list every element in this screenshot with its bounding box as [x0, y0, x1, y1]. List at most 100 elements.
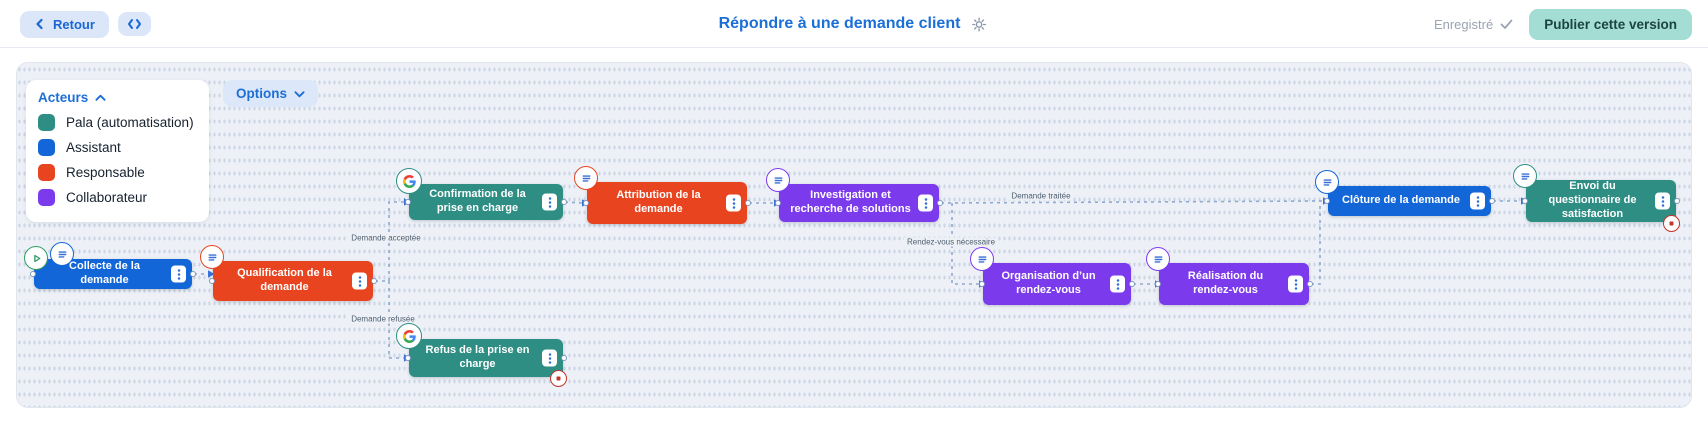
- node-menu-button[interactable]: [171, 265, 186, 283]
- node-label: Collecte de la demande: [69, 260, 140, 286]
- node-menu-button[interactable]: [1655, 192, 1670, 210]
- port-dot-right: [1129, 281, 1135, 287]
- node-label: Refus de la prise en charge: [425, 344, 530, 370]
- node-menu-button[interactable]: [542, 193, 557, 211]
- port-dot-left: [1155, 281, 1161, 287]
- port-dot-left: [405, 199, 411, 205]
- node-menu-button[interactable]: [918, 194, 933, 212]
- save-status-label: Enregistré: [1433, 16, 1494, 32]
- edge-label: Demande traitée: [1008, 191, 1074, 201]
- node-label: Attribution de la demande: [616, 189, 701, 215]
- node-label: Réalisation du rendez-vous: [1187, 270, 1264, 296]
- options-button[interactable]: Options: [223, 80, 318, 107]
- node-realisation[interactable]: Réalisation du rendez-vous: [1146, 247, 1313, 305]
- port-dot-left: [775, 200, 781, 206]
- kebab-icon: [548, 352, 551, 364]
- node-organisation[interactable]: Organisation d’un rendez-vous: [970, 247, 1135, 305]
- form-badge-icon: [50, 242, 74, 266]
- code-icon: [127, 18, 142, 30]
- node-collecte[interactable]: Collecte de la demande: [24, 242, 196, 289]
- end-badge-icon: [1663, 215, 1680, 232]
- gear-icon: [970, 16, 987, 33]
- node-label: Envoi du questionnaire de satisfaction: [1548, 180, 1637, 220]
- code-view-button[interactable]: [117, 12, 151, 36]
- legend-item: Pala (automatisation): [38, 114, 197, 131]
- port-dot-right: [1489, 198, 1495, 204]
- node-menu-button[interactable]: [352, 272, 367, 290]
- top-bar-left: Retour: [20, 0, 151, 48]
- node-investigation[interactable]: Investigation et recherche de solutions: [766, 168, 943, 222]
- node-label: Clôture de la demande: [1342, 194, 1460, 207]
- actors-legend-title: Acteurs: [38, 90, 89, 105]
- node-label: Organisation d’un rendez-vous: [1001, 270, 1096, 296]
- legend-item: Assistant: [38, 139, 197, 156]
- node-menu-button[interactable]: [1288, 275, 1303, 293]
- port-dot-right: [1307, 281, 1313, 287]
- form-badge-icon: [200, 245, 224, 269]
- form-badge-icon: [1146, 247, 1170, 271]
- node-menu-button[interactable]: [542, 349, 557, 367]
- top-bar-right: Enregistré Publier cette version: [1434, 0, 1692, 48]
- end-badge-icon: [550, 370, 567, 387]
- kebab-icon: [1476, 195, 1479, 207]
- node-confirmation[interactable]: Confirmation de la prise en charge: [396, 168, 567, 220]
- node-label: Investigation et recherche de solutions: [790, 189, 911, 215]
- kebab-icon: [1294, 278, 1297, 290]
- top-bar: Retour Répondre à une demande client Enr…: [0, 0, 1708, 48]
- form-badge-icon: [766, 168, 790, 192]
- legend-item: Responsable: [38, 164, 197, 181]
- kebab-icon: [732, 197, 735, 209]
- port-dot-left: [30, 271, 36, 277]
- port-dot-right: [561, 355, 567, 361]
- actor-label: Pala (automatisation): [66, 115, 194, 130]
- actor-color-swatch: [38, 189, 55, 206]
- kebab-icon: [177, 268, 180, 280]
- kebab-icon: [1661, 195, 1664, 207]
- node-cloture[interactable]: Clôture de la demande: [1315, 170, 1495, 216]
- top-bar-center: Répondre à une demande client: [719, 0, 990, 48]
- node-envoi[interactable]: Envoi du questionnaire de satisfaction: [1513, 164, 1680, 232]
- port-dot-right: [190, 271, 196, 277]
- actor-label: Responsable: [66, 165, 145, 180]
- actor-color-swatch: [38, 164, 55, 181]
- node-attribution[interactable]: Attribution de la demande: [574, 166, 751, 224]
- form-badge-icon: [970, 247, 994, 271]
- kebab-icon: [358, 275, 361, 287]
- publish-version-button[interactable]: Publier cette version: [1529, 8, 1692, 40]
- legend-item: Collaborateur: [38, 189, 197, 206]
- port-dot-left: [1522, 198, 1528, 204]
- port-dot-right: [937, 200, 943, 206]
- actor-color-swatch: [38, 114, 55, 131]
- port-dot-right: [745, 200, 751, 206]
- port-dot-left: [979, 281, 985, 287]
- node-label: Confirmation de la prise en charge: [429, 188, 526, 214]
- port-dot-left: [405, 355, 411, 361]
- workflow-settings-button[interactable]: [968, 14, 989, 35]
- actor-label: Collaborateur: [66, 190, 148, 205]
- node-refus[interactable]: Refus de la prise en charge: [396, 323, 567, 387]
- node-menu-button[interactable]: [1110, 275, 1125, 293]
- edges-layer: [194, 197, 1528, 362]
- chevron-up-icon: [95, 94, 106, 102]
- port-dot-left: [583, 200, 589, 206]
- edge-label: Rendez-vous nécessaire: [903, 237, 999, 247]
- back-button[interactable]: Retour: [20, 10, 109, 38]
- port-dot-right: [1674, 198, 1680, 204]
- chevron-left-icon: [34, 18, 45, 30]
- actor-color-swatch: [38, 139, 55, 156]
- form-badge-icon: [1315, 170, 1339, 194]
- actors-legend-toggle[interactable]: Acteurs: [38, 90, 197, 105]
- node-menu-button[interactable]: [1470, 192, 1485, 210]
- chevron-down-icon: [294, 90, 305, 98]
- port-dot-left: [1324, 198, 1330, 204]
- port-dot-right: [371, 278, 377, 284]
- save-status: Enregistré: [1434, 17, 1513, 32]
- check-icon: [1500, 19, 1513, 30]
- node-qualification[interactable]: Qualification de la demande: [200, 245, 377, 301]
- form-badge-icon: [574, 166, 598, 190]
- node-menu-button[interactable]: [726, 194, 741, 212]
- actor-label: Assistant: [66, 140, 121, 155]
- kebab-icon: [1116, 278, 1119, 290]
- port-dot-left: [209, 278, 215, 284]
